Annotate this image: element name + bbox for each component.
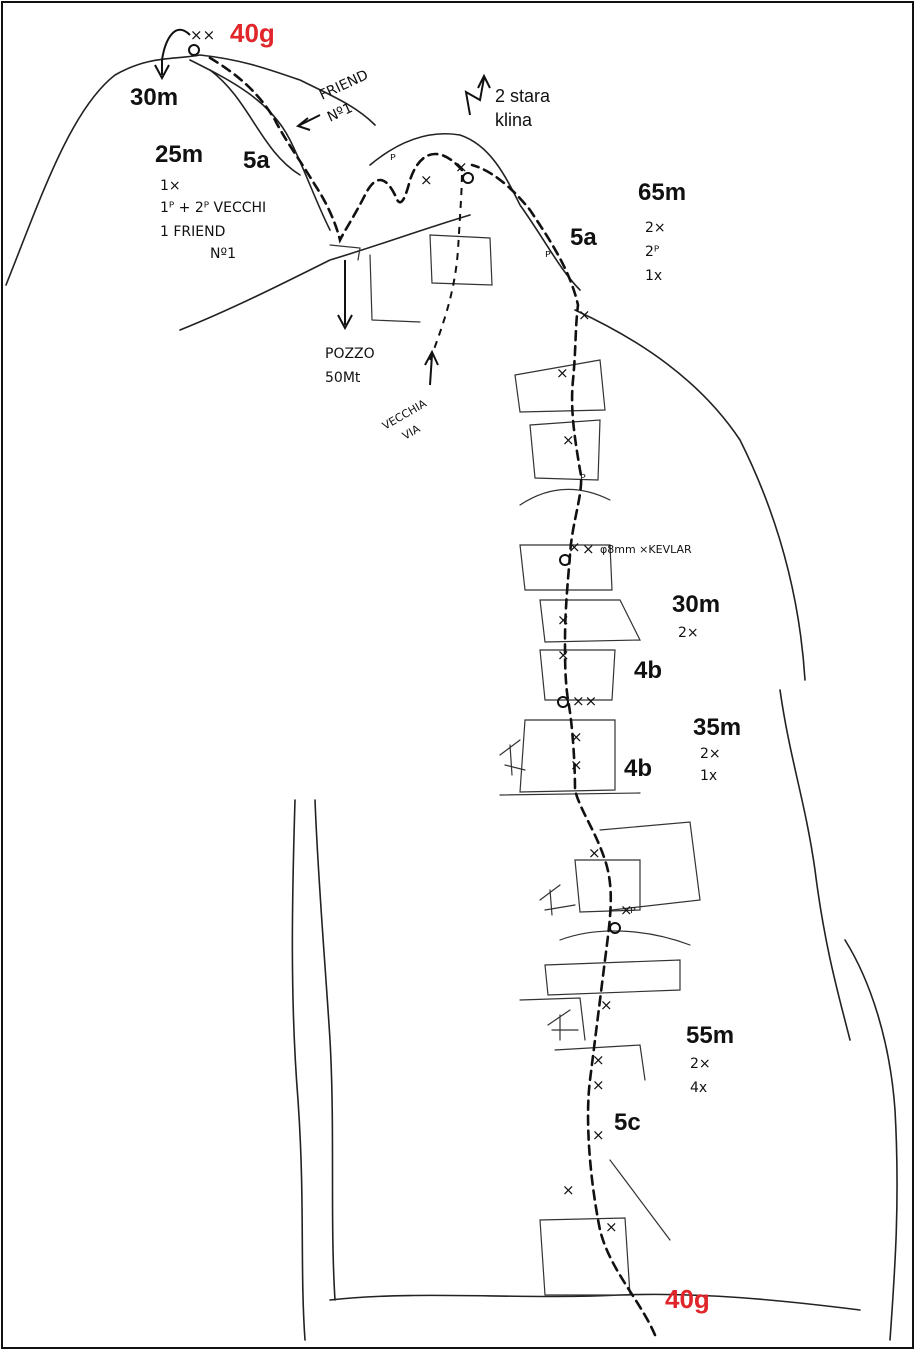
- pitch-grade-5a: 5a: [570, 224, 597, 251]
- pitch-length-35m: 35m: [693, 714, 741, 741]
- pitch-gear-55m-1: 2×: [690, 1056, 711, 1072]
- svg-text:×: ×: [556, 364, 569, 382]
- pitch-gear-35m-2: 1x: [700, 768, 717, 784]
- svg-text:×: ×: [578, 306, 591, 324]
- svg-text:×: ×: [600, 996, 613, 1014]
- pozzo-line1: POZZO: [325, 346, 375, 362]
- svg-text:×: ×: [562, 431, 575, 449]
- stara-klina-line2: klina: [495, 110, 533, 130]
- pitch-grade-4b-lower: 4b: [624, 755, 652, 782]
- svg-text:×: ×: [592, 1076, 605, 1094]
- svg-text:×: ×: [570, 756, 583, 774]
- friend-note-line2: Nº1: [325, 100, 355, 125]
- time-label-top: 40g: [230, 18, 275, 48]
- pitch-gear-25m-2: 1ᴾ + 2ᴾ VECCHI: [160, 200, 266, 216]
- pitch-gear-65m-2: 2ᴾ: [645, 244, 660, 260]
- main-route-line: [472, 165, 655, 1335]
- svg-text:×: ×: [592, 1126, 605, 1144]
- pitch-grade-5a-upper: 5a: [243, 147, 270, 174]
- pitch-gear-65m-1: 2×: [645, 220, 666, 236]
- svg-text:×: ×: [605, 1218, 618, 1236]
- time-label-bottom: 40g: [665, 1284, 710, 1314]
- svg-text:ᴾ: ᴾ: [580, 471, 586, 489]
- svg-text:×: ×: [582, 540, 595, 558]
- svg-text:×: ×: [420, 171, 433, 189]
- friend-note-line1: FRIEND: [317, 67, 371, 103]
- svg-text:ᴾ: ᴾ: [390, 151, 396, 169]
- svg-text:××: ××: [572, 692, 597, 710]
- svg-text:ᴾ: ᴾ: [630, 904, 636, 922]
- pitch-length-55m: 55m: [686, 1022, 734, 1049]
- rock-outlines: [6, 55, 897, 1340]
- pitch-grade-4b-upper: 4b: [634, 657, 662, 684]
- svg-text:×: ×: [568, 538, 581, 556]
- belay-stations: [189, 45, 620, 933]
- svg-text:×: ×: [562, 1181, 575, 1199]
- pitch-gear-55m-2: 4x: [690, 1080, 707, 1096]
- belay-ring: [558, 697, 568, 707]
- svg-text:×: ×: [570, 728, 583, 746]
- old-route-line: [430, 170, 462, 360]
- pitch-gear-25m-4: Nº1: [210, 246, 236, 262]
- pitch-gear-30m-1: 2×: [678, 625, 699, 641]
- vecchia-via-line1: VECCHIA: [380, 397, 429, 433]
- pitch-gear-65m-3: 1x: [645, 268, 662, 284]
- pozzo-line2: 50Mt: [325, 370, 361, 386]
- stara-klina-line1: 2 stara: [495, 86, 551, 106]
- pitch-gear-25m-1: 1×: [160, 178, 181, 194]
- pitch-gear-35m-1: 2×: [700, 746, 721, 762]
- svg-text:××: ××: [190, 26, 215, 44]
- vecchia-via-line2: VIA: [400, 422, 423, 443]
- svg-text:ᴾ: ᴾ: [545, 248, 551, 266]
- pitch-length-30m-top: 30m: [130, 84, 178, 111]
- svg-text:×: ×: [455, 158, 468, 176]
- belay-ring: [189, 45, 199, 55]
- pitch-length-30m: 30m: [672, 591, 720, 618]
- svg-text:×: ×: [557, 611, 570, 629]
- pitch-length-65m: 65m: [638, 179, 686, 206]
- svg-text:×: ×: [557, 646, 570, 664]
- kevlar-note: φ8mm ×KEVLAR: [600, 543, 692, 556]
- pitch-gear-25m-3: 1 FRIEND: [160, 224, 225, 240]
- pitch-grade-5c: 5c: [614, 1109, 641, 1136]
- svg-text:×: ×: [592, 1051, 605, 1069]
- pitch-length-25m: 25m: [155, 141, 203, 168]
- svg-text:×: ×: [588, 844, 601, 862]
